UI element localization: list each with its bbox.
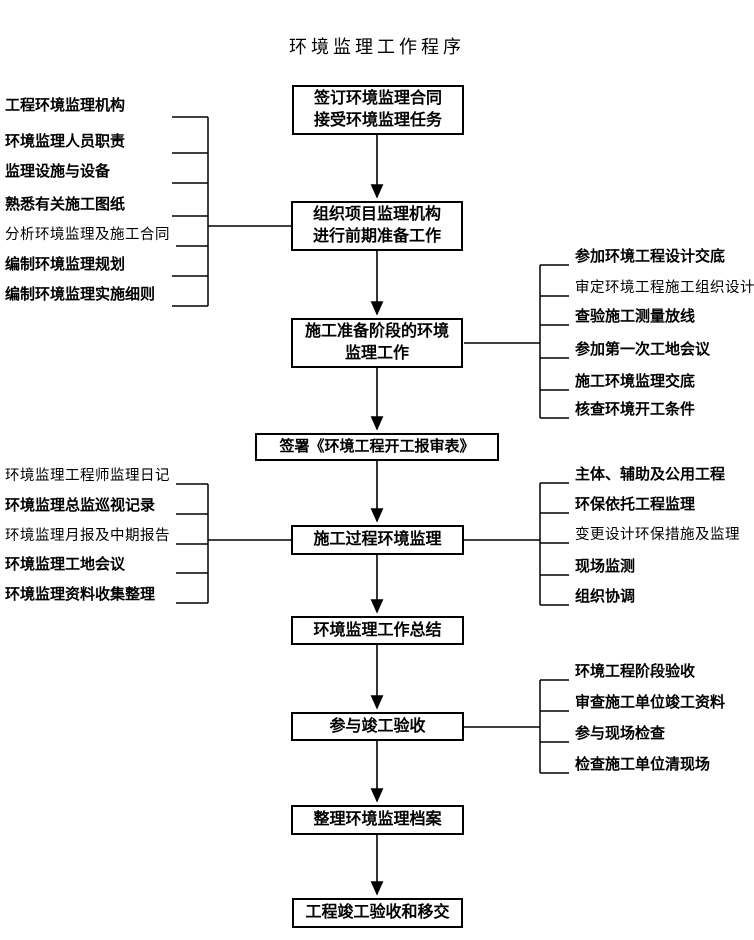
left-top-bracket <box>172 116 291 307</box>
right-bottom-item-4: 检查施工单位清现场 <box>575 756 711 773</box>
left-top-item-7: 编制环境监理实施细则 <box>5 286 156 303</box>
left-mid-item-2: 环境监理总监巡视记录 <box>5 497 156 514</box>
flow-box-sign-start-form: 签署《环境工程开工报审表》 <box>255 433 499 461</box>
flow-box-prep-stage: 施工准备阶段的环境 监理工作 <box>291 318 463 368</box>
flow-box-text: 整理环境监理档案 <box>313 811 442 828</box>
right-top-item-5: 施工环境监理交底 <box>575 373 696 390</box>
left-top-item-5: 分析环境监理及施工合同 <box>5 227 170 243</box>
right-mid-item-2: 环保依托工程监理 <box>575 496 696 513</box>
flow-box-organize-org: 组织项目监理机构 进行前期准备工作 <box>291 201 463 251</box>
right-bottom-item-1: 环境工程阶段验收 <box>575 663 696 680</box>
right-bottom-bracket <box>464 679 569 774</box>
right-mid-item-4: 现场监测 <box>575 558 636 575</box>
flow-box-text: 接受环境监理任务 <box>313 112 442 129</box>
flow-box-text: 签订环境监理合同 <box>313 90 442 107</box>
right-mid-item-5: 组织协调 <box>575 588 636 605</box>
right-top-item-3: 查验施工测量放线 <box>575 308 696 325</box>
left-top-item-6: 编制环境监理规划 <box>5 256 126 273</box>
left-top-item-4: 熟悉有关施工图纸 <box>5 196 126 213</box>
flow-box-text: 环境监理工作总结 <box>313 621 442 639</box>
flow-box-text: 施工过程环境监理 <box>313 531 442 548</box>
right-top-bracket <box>464 264 569 419</box>
flow-box-work-summary: 环境监理工作总结 <box>291 616 464 645</box>
flow-box-text: 进行前期准备工作 <box>312 228 441 245</box>
left-mid-item-1: 环境监理工程师监理日记 <box>5 468 170 484</box>
flow-box-text: 参与竣工验收 <box>329 717 426 735</box>
right-top-item-6: 核查环境开工条件 <box>575 401 696 418</box>
flow-box-text: 工程竣工验收和移交 <box>305 904 450 921</box>
flow-box-text: 监理工作 <box>344 345 409 362</box>
left-top-item-1: 工程环境监理机构 <box>5 97 126 114</box>
right-top-item-4: 参加第一次工地会议 <box>575 341 711 358</box>
flow-box-sign-contract: 签订环境监理合同 接受环境监理任务 <box>292 85 464 135</box>
left-top-item-3: 监理设施与设备 <box>5 163 111 180</box>
right-mid-item-3: 变更设计环保措施及监理 <box>575 527 740 543</box>
right-mid-item-1: 主体、辅助及公用工程 <box>575 466 726 483</box>
left-top-item-2: 环境监理人员职责 <box>5 133 126 150</box>
flow-box-construction-supervision: 施工过程环境监理 <box>291 525 464 555</box>
right-bottom-item-2: 审查施工单位竣工资料 <box>575 694 726 711</box>
left-mid-item-4: 环境监理工地会议 <box>5 556 126 573</box>
flow-box-text: 签署《环境工程开工报审表》 <box>279 438 475 455</box>
right-top-item-2: 审定环境工程施工组织设计 <box>575 280 754 296</box>
right-mid-bracket <box>464 482 569 606</box>
right-bottom-item-3: 参与现场检查 <box>575 725 666 742</box>
flow-box-completion-acceptance: 参与竣工验收 <box>291 712 464 741</box>
left-mid-bracket <box>176 483 291 604</box>
left-mid-item-5: 环境监理资料收集整理 <box>5 586 156 603</box>
diagram-title: 环境监理工作程序 <box>289 37 465 57</box>
flow-box-text: 组织项目监理机构 <box>312 206 441 223</box>
right-top-item-1: 参加环境工程设计交底 <box>575 248 726 265</box>
left-mid-item-3: 环境监理月报及中期报告 <box>5 528 170 544</box>
flow-box-archives: 整理环境监理档案 <box>291 805 464 835</box>
flow-box-handover: 工程竣工验收和移交 <box>292 898 463 928</box>
flow-box-text: 施工准备阶段的环境 <box>304 323 449 340</box>
